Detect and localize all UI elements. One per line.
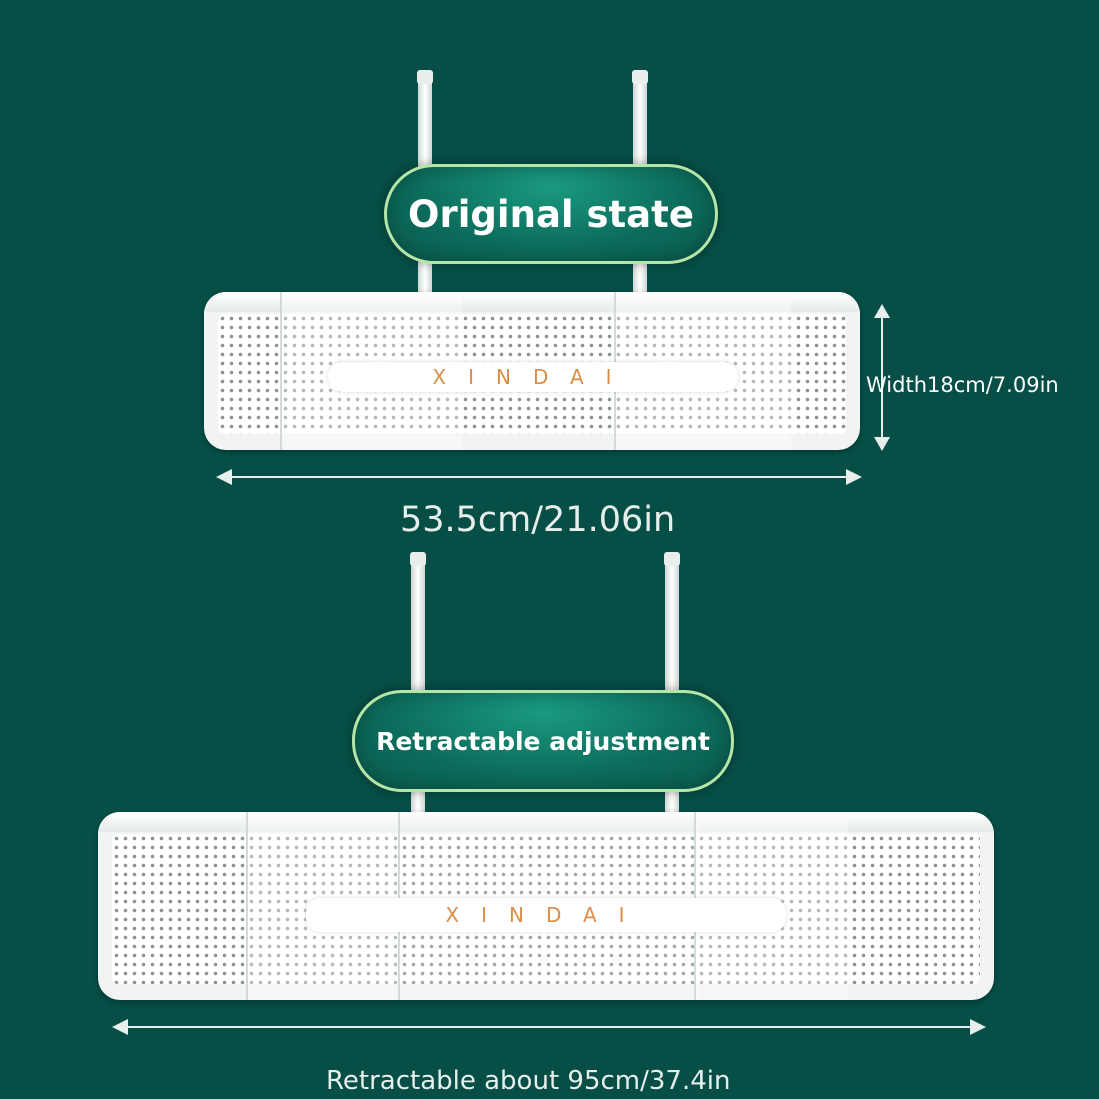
deflector-extended: XINDAI — [98, 812, 994, 1000]
length-dimension-line — [228, 476, 848, 478]
original-state-badge: Original state — [384, 164, 718, 264]
arrow-right-icon — [846, 469, 862, 485]
length-label: 53.5cm/21.06in — [400, 500, 676, 540]
brand-plate: XINDAI — [306, 898, 786, 932]
arrow-left-icon — [216, 469, 232, 485]
arrow-down-icon — [874, 437, 890, 451]
length-dimension-line — [126, 1026, 972, 1028]
retractable-adjustment-badge: Retractable adjustment — [352, 690, 734, 792]
width-label: Width18cm/7.09in — [866, 373, 1059, 397]
arrow-right-icon — [970, 1019, 986, 1035]
brand-text: XINDAI — [432, 365, 634, 389]
badge-label: Retractable adjustment — [376, 726, 710, 756]
retractable-length-label: Retractable about 95cm/37.4in — [326, 1066, 731, 1096]
arrow-left-icon — [112, 1019, 128, 1035]
deflector-original: XINDAI — [204, 292, 860, 450]
width-dimension-line — [881, 312, 883, 442]
brand-text: XINDAI — [445, 903, 647, 927]
badge-label: Original state — [408, 192, 694, 236]
arrow-up-icon — [874, 304, 890, 318]
brand-plate: XINDAI — [328, 362, 738, 392]
